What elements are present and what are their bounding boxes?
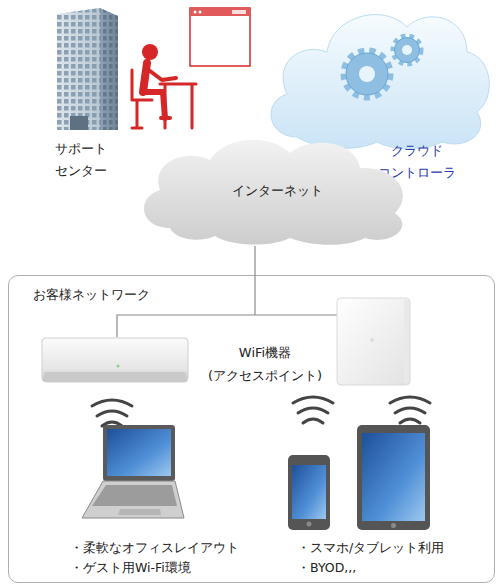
access-point-icon [337,298,410,385]
operator-icon [132,44,196,128]
tablet-icon [357,425,430,530]
network-wire [117,275,337,337]
browser-window-icon [190,8,250,66]
customer-network-text: お客様ネットワーク [33,286,233,304]
support-center: サポート センター [55,138,130,182]
cloud-controller-outline [262,2,492,150]
wifi-signal-icon [92,400,132,426]
internet-cloud: インターネット [130,128,420,246]
customer-network: お客様ネットワーク [8,275,495,583]
cloud-controller-shape [271,15,489,149]
internet-cloud-shape [144,140,403,245]
gear-icon [344,36,421,97]
internet-cloud-text: インターネット [210,182,345,200]
wifi-signal-icon [390,397,430,423]
laptop-icon [82,425,184,518]
access-point-icon [42,338,188,382]
network-link [254,246,255,275]
smartphone-icon [288,455,330,530]
building-icon [57,8,118,130]
wifi-signal-icon [293,397,333,423]
support-center-text: サポート センター [55,138,130,182]
